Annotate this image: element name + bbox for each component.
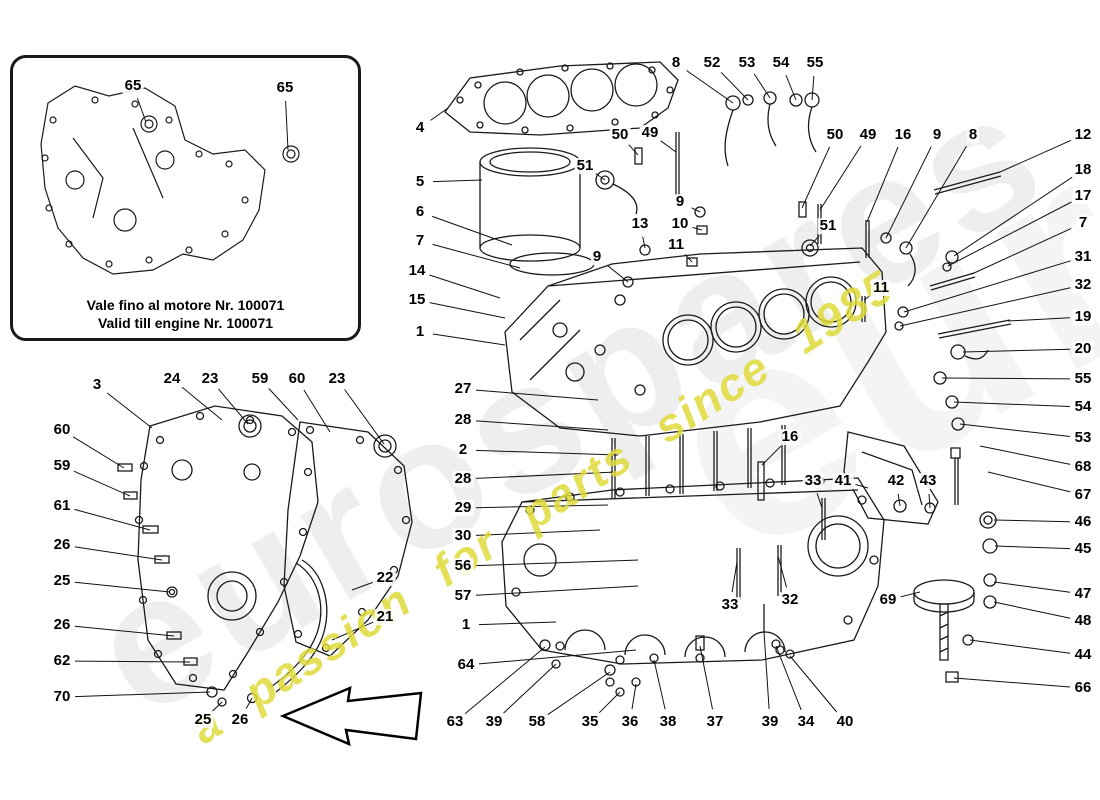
inset-box: Vale fino al motore Nr. 100071 Valid til… [10, 55, 361, 341]
inset-cover-drawing [40, 85, 300, 275]
bottom-hardware-drawing [539, 604, 795, 697]
crankcase-lower-drawing [501, 476, 885, 665]
inset-caption-english: Valid till engine Nr. 100071 [97, 314, 274, 331]
oil-pump-mount-drawing [913, 447, 998, 683]
direction-arrow [279, 685, 423, 747]
timing-cover-rear-drawing [238, 414, 413, 657]
cylinder-studs-drawing [611, 425, 826, 600]
crankcase-upper-drawing [504, 247, 887, 437]
timing-cover-front-drawing [134, 405, 319, 691]
inset-caption-italian: Vale fino al motore Nr. 100071 [86, 297, 285, 313]
inset-captions: Vale fino al motore Nr. 100071 Valid til… [13, 297, 358, 332]
left-hardware-drawing [117, 463, 258, 707]
leader-lines [72, 70, 1073, 716]
head-gasket-drawing [444, 61, 679, 136]
sensors-and-studs-drawing [595, 91, 1012, 431]
cover-gasket-drawing [270, 559, 328, 693]
cylinder-liner-drawing [479, 147, 595, 276]
